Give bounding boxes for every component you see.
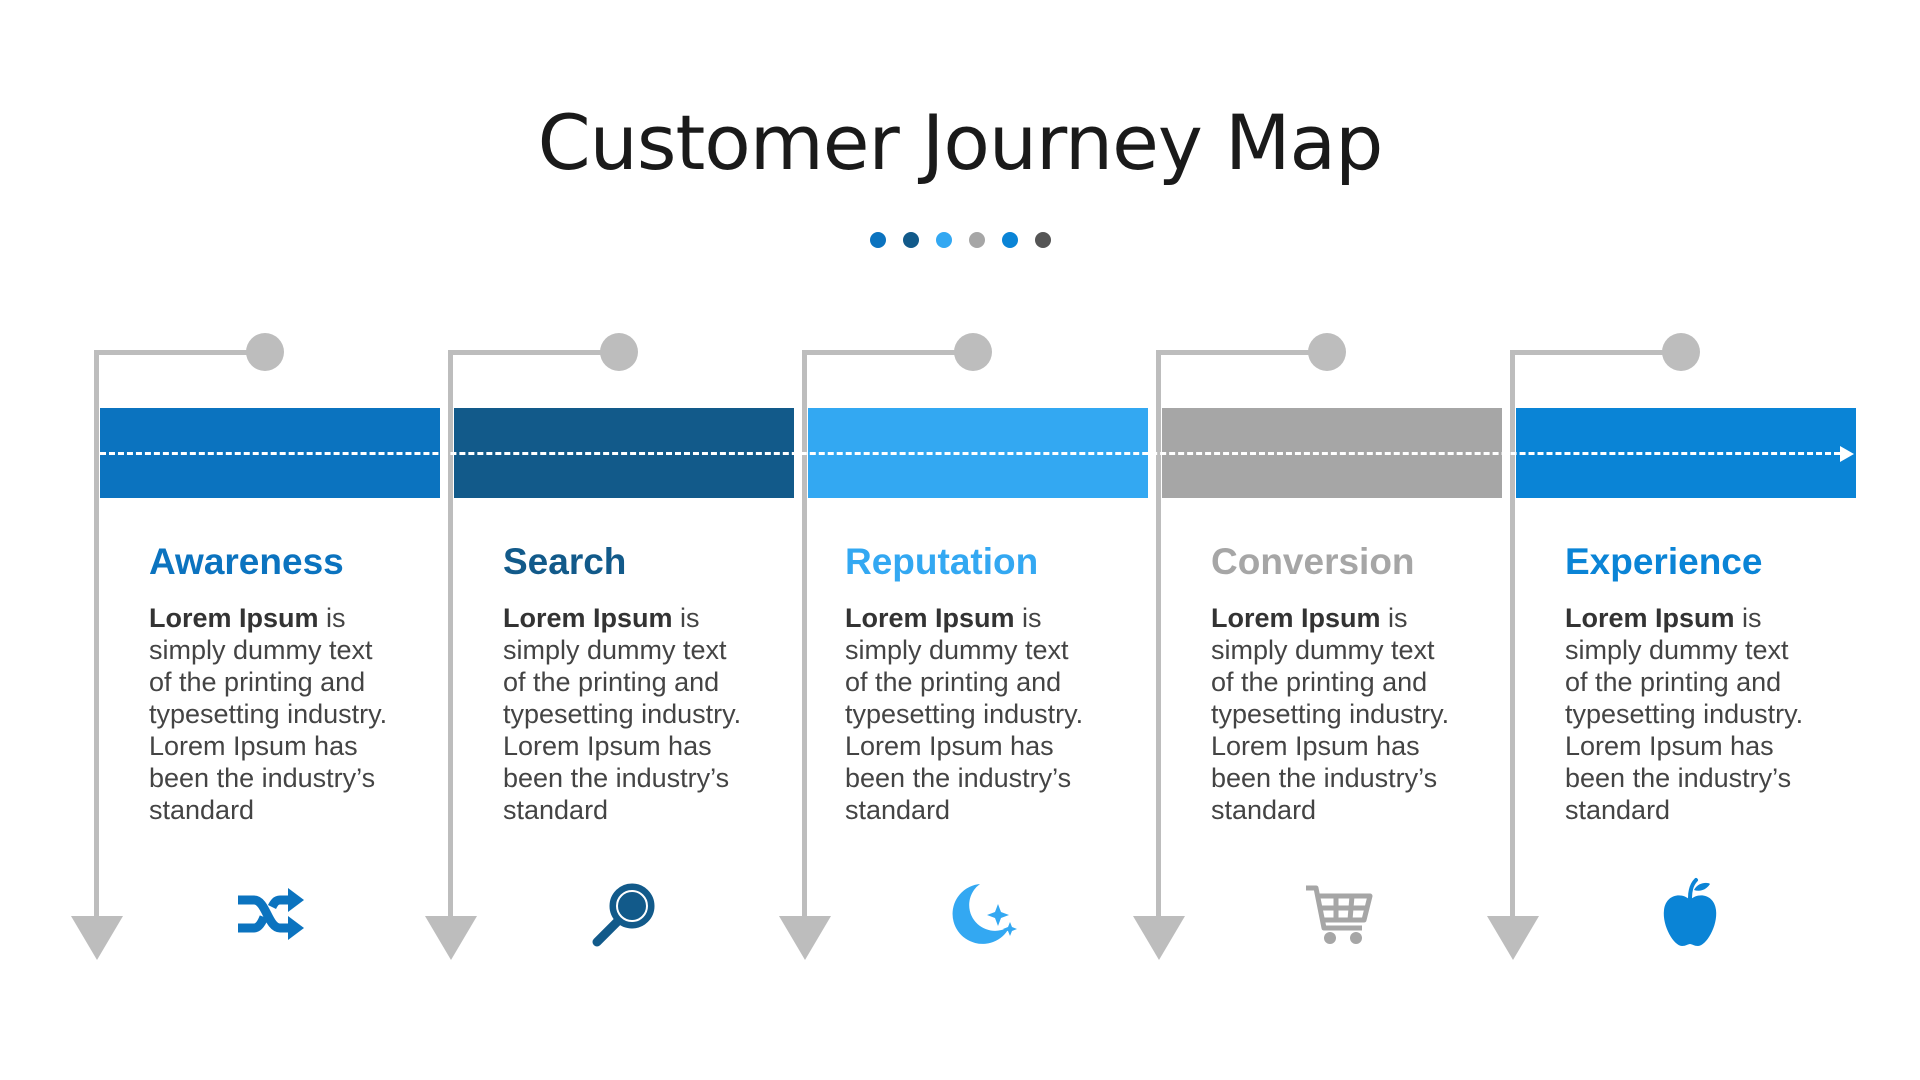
timeline-arrow-icon xyxy=(1840,446,1854,462)
stage-body-text: is simply dummy text of the printing and… xyxy=(1211,603,1450,825)
dot xyxy=(935,232,952,248)
stage-title-search: Search xyxy=(503,541,627,582)
dot xyxy=(869,232,886,248)
stage-title-conversion: Conversion xyxy=(1211,541,1415,582)
stage-body-experience: Lorem Ipsum is simply dummy text of the … xyxy=(1565,602,1815,826)
shuffle-icon xyxy=(232,876,308,952)
stage-body-reputation: Lorem Ipsum is simply dummy text of the … xyxy=(845,602,1095,826)
stage-title-awareness: Awareness xyxy=(149,541,344,582)
stage-body-bold: Lorem Ipsum xyxy=(1211,603,1381,633)
stage-body-bold: Lorem Ipsum xyxy=(149,603,319,633)
dot xyxy=(1001,232,1018,248)
dot xyxy=(1034,232,1051,248)
stage-body-bold: Lorem Ipsum xyxy=(845,603,1015,633)
stage-body-awareness: Lorem Ipsum is simply dummy text of the … xyxy=(149,602,399,826)
stage-body-text: is simply dummy text of the printing and… xyxy=(845,603,1084,825)
dot xyxy=(902,232,919,248)
page-title: Customer Journey Map xyxy=(537,98,1384,187)
decorative-dots xyxy=(0,232,1920,248)
stage-body-conversion: Lorem Ipsum is simply dummy text of the … xyxy=(1211,602,1461,826)
stage-title-reputation: Reputation xyxy=(845,541,1039,582)
stage-body-bold: Lorem Ipsum xyxy=(503,603,673,633)
timeline-dashed-line xyxy=(100,452,1840,455)
stage-body-text: is simply dummy text of the printing and… xyxy=(503,603,742,825)
magnifier-icon xyxy=(587,876,663,952)
stage-body-search: Lorem Ipsum is simply dummy text of the … xyxy=(503,602,753,826)
stage-title-experience: Experience xyxy=(1565,541,1763,582)
dot xyxy=(968,232,985,248)
moon-stars-icon xyxy=(944,876,1020,952)
apple-icon xyxy=(1652,876,1728,952)
stage-body-text: is simply dummy text of the printing and… xyxy=(149,603,388,825)
shopping-cart-icon xyxy=(1300,876,1376,952)
stage-body-text: is simply dummy text of the printing and… xyxy=(1565,603,1804,825)
stage-body-bold: Lorem Ipsum xyxy=(1565,603,1735,633)
